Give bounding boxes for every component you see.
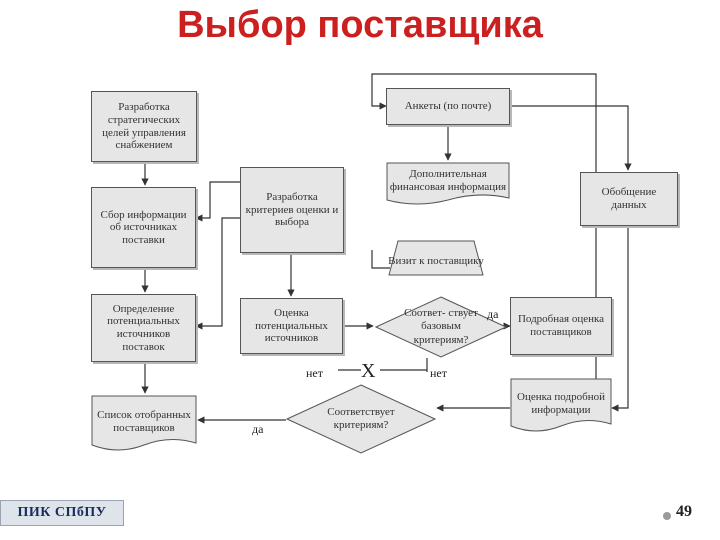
node-detailed-evaluation: Подробная оценка поставщиков	[510, 297, 612, 355]
node-mailed-forms: Анкеты (по почте)	[386, 88, 510, 125]
page-bullet-icon	[663, 512, 671, 520]
arrow-summary-to-detailedinfo	[611, 226, 629, 412]
node-evaluate-potential: Оценка потенциальных источников	[240, 298, 343, 354]
label-yes-left: да	[252, 422, 264, 436]
node-detailed-info-evaluation: Оценка подробной информации	[510, 378, 612, 436]
node-collect-info: Сбор информации об источниках поставки	[91, 187, 196, 268]
node-basic-criteria-label: Соответ- ствует базовым критериям?	[404, 307, 478, 346]
node-site-visit-label: Визит к поставщику	[388, 255, 484, 268]
arrow-criteria-to-collect	[195, 181, 240, 222]
node-strategic-goals: Разработка стратегических целей управлен…	[91, 91, 197, 162]
node-criteria-development: Разработка критериев оценки и выбора	[240, 167, 344, 253]
node-selected-list: Список отобранных поставщиков	[91, 395, 197, 455]
arrow-criteria-to-identify	[195, 217, 240, 330]
footer-logo: ПИК СПбПУ	[0, 500, 124, 526]
arrow-forms-to-summary	[510, 105, 632, 171]
label-no-left: нет	[306, 366, 323, 380]
slide-title: Выбор поставщика	[177, 4, 543, 46]
node-basic-criteria-decision[interactable]: Соответ- ствует базовым критериям?	[375, 296, 507, 358]
label-no-right: нет	[430, 366, 447, 380]
node-summary: Обобщение данных	[580, 172, 678, 226]
node-selected-list-label: Список отобранных поставщиков	[97, 408, 191, 434]
node-financial-info: Дополнительная финансовая информация	[386, 162, 510, 208]
label-yes-right: да	[487, 307, 499, 321]
node-meets-criteria-label: Соответствует критериям?	[327, 405, 395, 431]
node-financial-info-label: Дополнительная финансовая информация	[389, 167, 507, 193]
node-meets-criteria-decision[interactable]: Соответствует критериям?	[286, 384, 436, 454]
page-number: 49	[676, 503, 692, 520]
node-site-visit: Визит к поставщику	[388, 240, 484, 276]
node-identify-sources: Определение потенциальных источников пос…	[91, 294, 196, 362]
arrow-visit-loop	[371, 250, 390, 269]
cross-marker: X	[361, 360, 376, 382]
node-detailed-info-label: Оценка подробной информации	[517, 390, 605, 416]
